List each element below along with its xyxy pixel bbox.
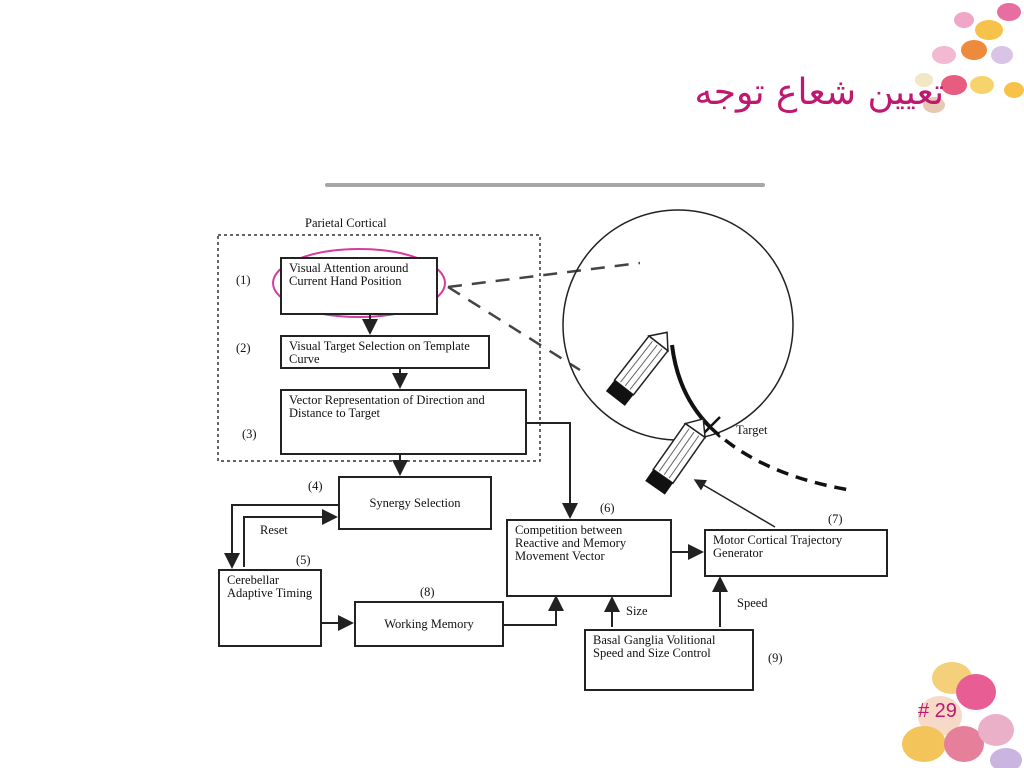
label-number-7: (7) <box>828 512 843 526</box>
label-target: Target <box>736 423 768 437</box>
diagram-lines <box>217 209 851 631</box>
box-visual-target-selection: Visual Target Selection on Template Curv… <box>280 335 490 369</box>
arrow-3-6 <box>527 422 578 519</box>
arrow-5-4 <box>243 509 338 567</box>
label-size: Size <box>626 604 648 618</box>
box-cerebellar-timing: Cerebellar Adaptive Timing <box>218 569 322 647</box>
candy-eggs-top-icon <box>915 3 1024 113</box>
attention-dash-upper <box>447 261 641 289</box>
arrow-7-pen <box>693 479 776 528</box>
arrow-8-6 <box>504 595 564 626</box>
arrow-4-5 <box>224 504 338 569</box>
label-number-2: (2) <box>236 341 251 355</box>
label-number-5: (5) <box>296 553 311 567</box>
box-vector-representation: Vector Representation of Direction and D… <box>280 389 527 455</box>
box-competition: Competition between Reactive and Memory … <box>506 519 672 597</box>
slide-title: تعیین شعاع توجه <box>694 72 944 113</box>
attention-radius-circle <box>562 209 794 441</box>
candy-eggs-bottom-icon <box>902 662 1022 768</box>
attention-highlight-ellipse <box>272 248 446 318</box>
label-reset: Reset <box>260 523 288 537</box>
box-motor-cortical: Motor Cortical Trajectory Generator <box>704 529 888 577</box>
label-number-9: (9) <box>768 651 783 665</box>
label-number-4: (4) <box>308 479 323 493</box>
label-speed: Speed <box>737 596 768 610</box>
parietal-cortical-region <box>217 234 541 462</box>
box-working-memory: Working Memory <box>354 601 504 647</box>
slide-number: # 29 <box>918 700 957 722</box>
label-number-8: (8) <box>420 585 435 599</box>
label-number-3: (3) <box>242 427 257 441</box>
template-curve-dashed <box>708 425 851 492</box>
template-curve-solid <box>670 344 712 429</box>
pen-lower-icon <box>645 418 707 495</box>
label-number-1: (1) <box>236 273 251 287</box>
box-visual-attention: Visual Attention around Current Hand Pos… <box>280 257 438 315</box>
attention-model-diagram: Parietal Cortical Visual Attention aroun… <box>200 165 910 705</box>
attention-dash-lower <box>447 285 581 372</box>
box-basal-ganglia: Basal Ganglia Volitional Speed and Size … <box>584 629 754 691</box>
box-synergy-selection: Synergy Selection <box>338 476 492 530</box>
parietal-cortical-label: Parietal Cortical <box>305 216 387 230</box>
label-number-6: (6) <box>600 501 615 515</box>
scanned-caption-line <box>325 183 765 187</box>
pen-upper-icon <box>605 331 669 406</box>
